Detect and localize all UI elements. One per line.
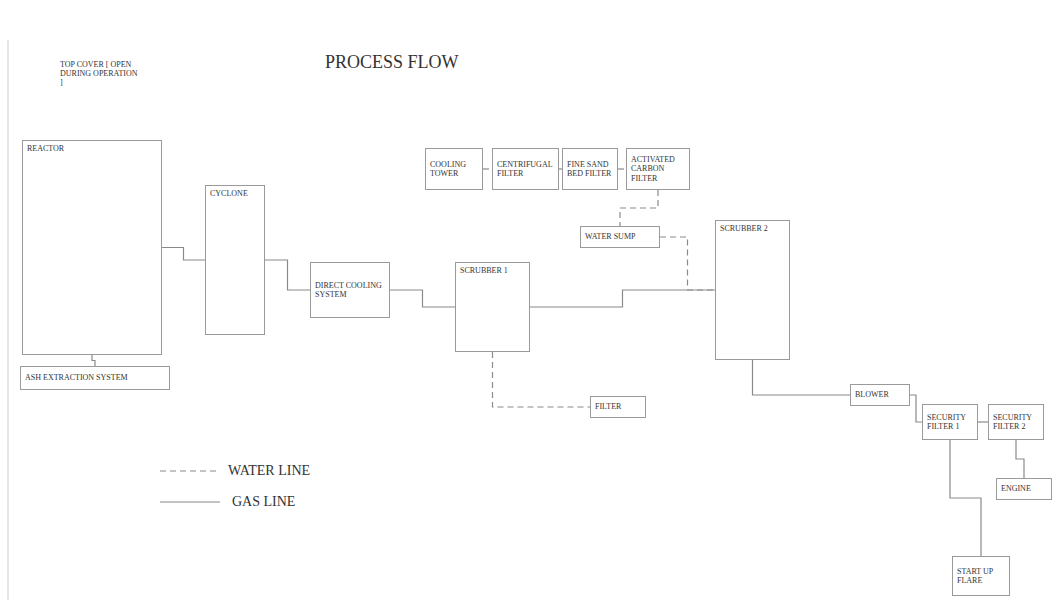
process-unit: COOLING TOWER: [425, 148, 483, 190]
diagram-title: PROCESS FLOW: [325, 52, 459, 73]
process-unit: ACTIVATED CARBON FILTER: [626, 148, 690, 190]
unit-label: DIRECT COOLING SYSTEM: [315, 281, 385, 299]
unit-label: CYCLONE: [210, 189, 260, 198]
unit-label: SECURITY FILTER 1: [927, 413, 973, 431]
gas-line: [753, 360, 851, 395]
legend-text: WATER LINE: [228, 463, 310, 479]
unit-label: SECURITY FILTER 2: [993, 413, 1039, 431]
process-unit: WATER SUMP: [580, 226, 660, 248]
process-unit: CENTRIFUGAL FILTER: [492, 148, 559, 190]
gas-line: [530, 290, 715, 307]
gas-line: [390, 290, 455, 307]
process-unit: SECURITY FILTER 1: [922, 404, 978, 440]
process-unit: ASH EXTRACTION SYSTEM: [20, 366, 170, 390]
process-unit: REACTOR: [22, 140, 162, 355]
unit-label: REACTOR: [27, 144, 157, 153]
gas-line: [1016, 440, 1024, 478]
water-line-sample: [160, 470, 220, 471]
unit-label: ENGINE: [1001, 484, 1047, 493]
gas-line: [162, 248, 205, 261]
water-line: [660, 237, 715, 290]
unit-label: SCRUBBER 2: [720, 224, 785, 233]
unit-label: ASH EXTRACTION SYSTEM: [25, 373, 165, 382]
process-unit: SCRUBBER 2: [715, 220, 790, 360]
water-line: [620, 190, 658, 226]
process-unit: BLOWER: [850, 384, 910, 406]
process-unit: FINE SAND BED FILTER: [562, 148, 618, 190]
process-unit: SECURITY FILTER 2: [988, 404, 1044, 440]
process-unit: FILTER: [590, 396, 646, 418]
page-edge-line: [8, 40, 9, 600]
note-label: TOP COVER [ OPEN DURING OPERATION ]: [60, 60, 140, 88]
unit-label: START UP FLARE: [957, 567, 1005, 585]
unit-label: COOLING TOWER: [430, 160, 478, 178]
process-unit: CYCLONE: [205, 185, 265, 335]
unit-label: WATER SUMP: [585, 232, 655, 241]
water-line: [618, 168, 626, 169]
gas-line-sample: [160, 501, 220, 502]
unit-label: BLOWER: [855, 390, 905, 399]
unit-label: SCRUBBER 1: [460, 266, 525, 275]
process-unit: ENGINE: [996, 478, 1052, 500]
gas-line: [265, 260, 310, 290]
legend-text: GAS LINE: [232, 494, 295, 510]
unit-label: FINE SAND BED FILTER: [567, 160, 613, 178]
process-unit: START UP FLARE: [952, 556, 1010, 596]
unit-label: FILTER: [595, 402, 641, 411]
gas-line: [92, 355, 95, 366]
process-unit: DIRECT COOLING SYSTEM: [310, 262, 390, 318]
gas-line: [978, 421, 988, 422]
water-line: [493, 352, 591, 407]
gas-line: [910, 395, 922, 422]
unit-label: ACTIVATED CARBON FILTER: [631, 155, 685, 183]
process-unit: SCRUBBER 1: [455, 262, 530, 352]
water-line: [483, 168, 492, 169]
gas-line: [950, 440, 981, 556]
unit-label: CENTRIFUGAL FILTER: [497, 160, 554, 178]
